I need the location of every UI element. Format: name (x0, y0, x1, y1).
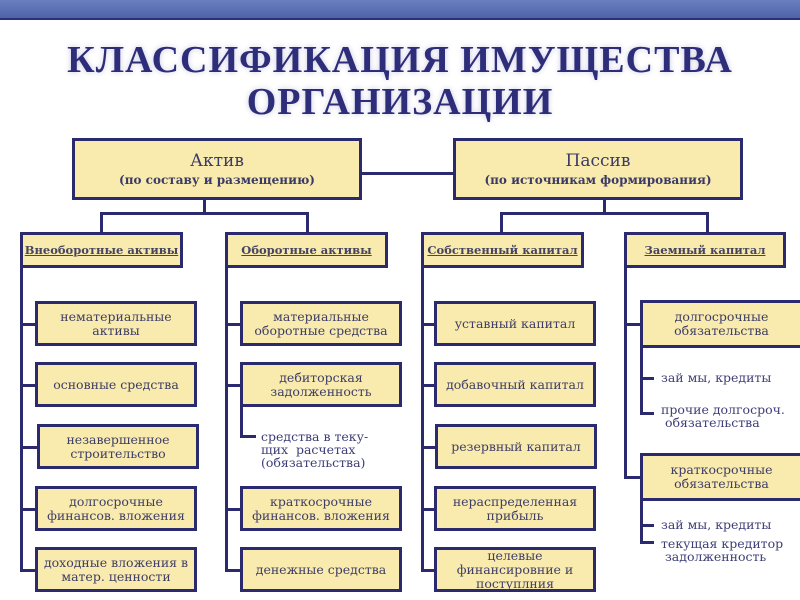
spine-zaemnyi (624, 265, 627, 477)
connector (306, 212, 309, 234)
item-box: уставный капитал (434, 301, 596, 346)
item-box: нераспределенная прибыль (434, 486, 596, 531)
item-box: добавочный капитал (434, 362, 596, 407)
item-box: долгосрочные финансов. вложения (35, 486, 197, 531)
category-zaemnyi-kapital: Заемный капитал (624, 232, 786, 268)
spine-sobstvennyi (421, 265, 424, 572)
top-banner-bar (0, 0, 800, 20)
item-box: доходные вложения в матер. ценности (35, 547, 197, 592)
aktiv-box: Актив (по составу и размещению) (72, 138, 362, 200)
connector (624, 476, 640, 479)
connector (20, 446, 38, 449)
connector (20, 569, 36, 572)
connector (421, 446, 435, 449)
connector (225, 508, 241, 511)
item-box: денежные средства (240, 547, 402, 592)
item-box: нематериальные активы (35, 301, 197, 346)
connector (624, 323, 640, 326)
item-box: незавершенное строительство (37, 424, 199, 469)
category-vneoborotnye-aktivy: Внеоборотные активы (20, 232, 183, 268)
connector-aktiv-down (203, 198, 206, 214)
connector (421, 508, 435, 511)
connector (20, 508, 36, 511)
category-sobstvennyi-kapital: Собственный капитал (421, 232, 584, 268)
note-zaimy-kredity: зай мы, кредиты (661, 517, 772, 532)
item-box: резервный капитал (435, 424, 597, 469)
connector (225, 569, 241, 572)
connector-passiv-branch (500, 212, 709, 215)
note-sredstva-v-tekushchikh-raschetakh: средства в теку- щих расчетах (обязатель… (261, 429, 369, 470)
note-tekushchaya-kreditorskaya: текущая кредитор задолженность (661, 536, 784, 564)
connector-aktiv-passiv (360, 172, 456, 175)
connector (640, 497, 643, 543)
connector (240, 405, 243, 437)
connector (100, 212, 103, 234)
item-box: целевые финансировние и поступлния (434, 547, 596, 592)
item-box-dolgosrochnye-obyazatelstva: долгосрочные обязательства (640, 300, 800, 348)
connector (225, 384, 241, 387)
note-zaimy-kredity: зай мы, кредиты (661, 370, 772, 385)
category-label: Оборотные активы (241, 243, 372, 257)
passiv-box: Пассив (по источникам формирования) (453, 138, 743, 200)
connector (240, 435, 256, 438)
category-oborotnye-aktivy: Оборотные активы (225, 232, 388, 268)
connector (421, 569, 435, 572)
connector (225, 323, 241, 326)
note-prochie-dolgosroch: прочие долгосроч. обязательства (661, 402, 785, 430)
item-box: основные средства (35, 362, 197, 407)
spine-vneoborotnye (20, 265, 23, 572)
connector (640, 377, 654, 380)
connector (640, 524, 654, 527)
connector (706, 212, 709, 234)
aktiv-subtitle: (по составу и размещению) (119, 173, 315, 187)
spine-oborotnye (225, 265, 228, 572)
aktiv-title: Актив (190, 151, 244, 171)
connector (20, 384, 36, 387)
connector (421, 323, 435, 326)
category-label: Внеоборотные активы (24, 243, 179, 257)
page-title-line-2: ОРГАНИЗАЦИИ (246, 81, 554, 123)
passiv-subtitle: (по источникам формирования) (484, 173, 712, 187)
connector (500, 212, 503, 234)
connector (640, 541, 654, 544)
connector (20, 323, 36, 326)
connector (640, 412, 654, 415)
item-box-kratkosrochnye-obyazatelstva: краткосрочные обязательства (640, 453, 800, 501)
connector-aktiv-branch (100, 212, 309, 215)
item-box: дебиторская задолженность (240, 362, 402, 407)
page-title-line-1: КЛАССИФИКАЦИЯ ИМУЩЕСТВА (67, 39, 733, 81)
category-label: Заемный капитал (644, 243, 766, 257)
category-label: Собственный капитал (427, 243, 578, 257)
item-box: материальные оборотные средства (240, 301, 402, 346)
passiv-title: Пассив (565, 151, 631, 171)
connector (421, 384, 435, 387)
connector-passiv-down (603, 198, 606, 214)
connector (640, 345, 643, 415)
item-box: краткосрочные финансов. вложения (240, 486, 402, 531)
